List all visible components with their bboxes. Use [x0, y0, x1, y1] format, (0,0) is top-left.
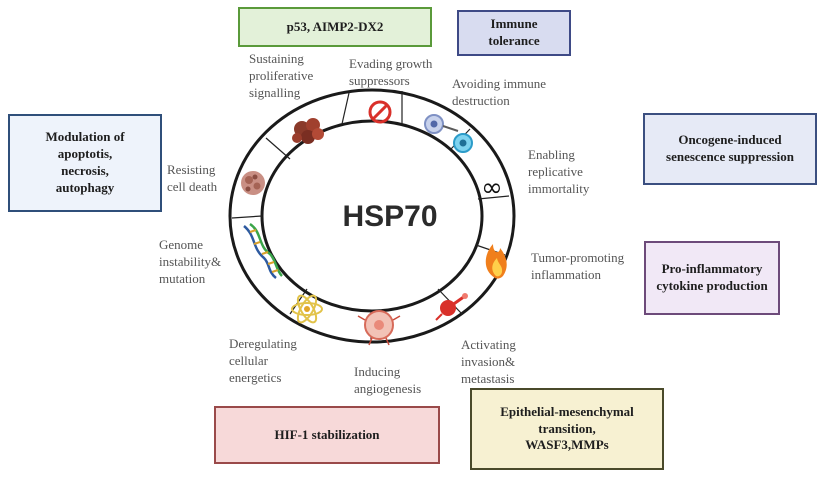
label-genome: Genome instability& mutation [159, 237, 222, 286]
dna-icon [243, 222, 283, 279]
box-immune-tolerance: Immune tolerance [457, 10, 571, 56]
tumor-vessels-icon [357, 310, 401, 346]
label-cell-death: Resisting cell death [167, 162, 218, 194]
immune-cells-icon [424, 114, 473, 153]
box-hif1: HIF-1 stabilization [214, 406, 440, 464]
box-emt: Epithelial-mesenchymal transition, WASF3… [470, 388, 664, 470]
label-sustaining: Sustaining proliferative signalling [249, 51, 314, 100]
label-avoiding: Avoiding immune destruction [452, 76, 547, 108]
label-angiogenesis: Inducing angiogenesis [354, 364, 422, 396]
atom-icon [291, 294, 323, 324]
box-modulation: Modulation of apoptotis, necrosis, autop… [8, 114, 162, 212]
infinity-icon: ∞ [481, 173, 503, 203]
center-title: HSP70 [342, 200, 438, 233]
label-replicative: Enabling replicative immortality [528, 147, 590, 196]
prohibition-icon [368, 100, 392, 124]
box-proinflammatory: Pro-inflammatory cytokine production [644, 241, 780, 315]
label-evading: Evading growth suppressors [349, 56, 433, 88]
box-oncogene: Oncogene-induced senescence suppression [643, 113, 817, 185]
box-p53: p53, AIMP2-DX2 [238, 7, 432, 47]
flame-icon [485, 244, 507, 279]
label-invasion: Activating invasion& metastasis [461, 337, 516, 386]
label-inflammation: Tumor-promoting inflammation [531, 250, 625, 282]
cell-cluster-icon [292, 118, 324, 144]
apoptotic-cell-icon [241, 171, 265, 195]
metastasis-icon [435, 293, 468, 321]
label-energetics: Deregulating cellular energetics [229, 336, 297, 385]
